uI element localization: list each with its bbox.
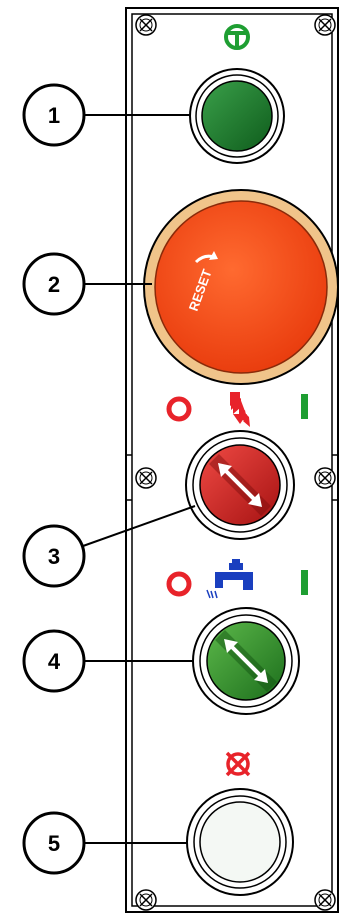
on-mark-green xyxy=(301,394,308,419)
white-pushbutton[interactable] xyxy=(186,788,294,896)
screw-bottom-right xyxy=(314,889,336,911)
callout-2-label: 2 xyxy=(48,272,60,297)
emergency-stop-button[interactable]: RESET xyxy=(143,189,339,385)
callout-3-label: 3 xyxy=(48,544,60,569)
pointer-arrow xyxy=(233,414,247,424)
screw-mid-right xyxy=(314,467,336,489)
callout-2: 2 xyxy=(22,252,152,316)
start-symbol-icon xyxy=(224,24,250,50)
callout-5: 5 xyxy=(22,811,187,875)
callout-1-label: 1 xyxy=(48,103,60,128)
screw-top-left xyxy=(135,14,157,36)
green-pushbutton[interactable] xyxy=(189,68,285,164)
callout-3: 3 xyxy=(22,505,196,588)
off-symbol-red-icon xyxy=(166,396,192,422)
screw-top-right xyxy=(314,14,336,36)
callout-4-label: 4 xyxy=(48,649,61,674)
green-selector-switch[interactable] xyxy=(192,607,300,715)
screw-mid-left xyxy=(135,467,157,489)
screw-bottom-left xyxy=(135,889,157,911)
water-tap-icon xyxy=(206,559,253,599)
lamp-symbol-icon xyxy=(225,751,251,777)
callout-5-label: 5 xyxy=(48,831,60,856)
on-mark-green-2 xyxy=(301,570,308,595)
callout-4: 4 xyxy=(22,629,193,693)
off-symbol-red-icon-2 xyxy=(166,571,192,597)
callout-1: 1 xyxy=(22,83,190,147)
red-selector-switch[interactable] xyxy=(185,430,295,540)
